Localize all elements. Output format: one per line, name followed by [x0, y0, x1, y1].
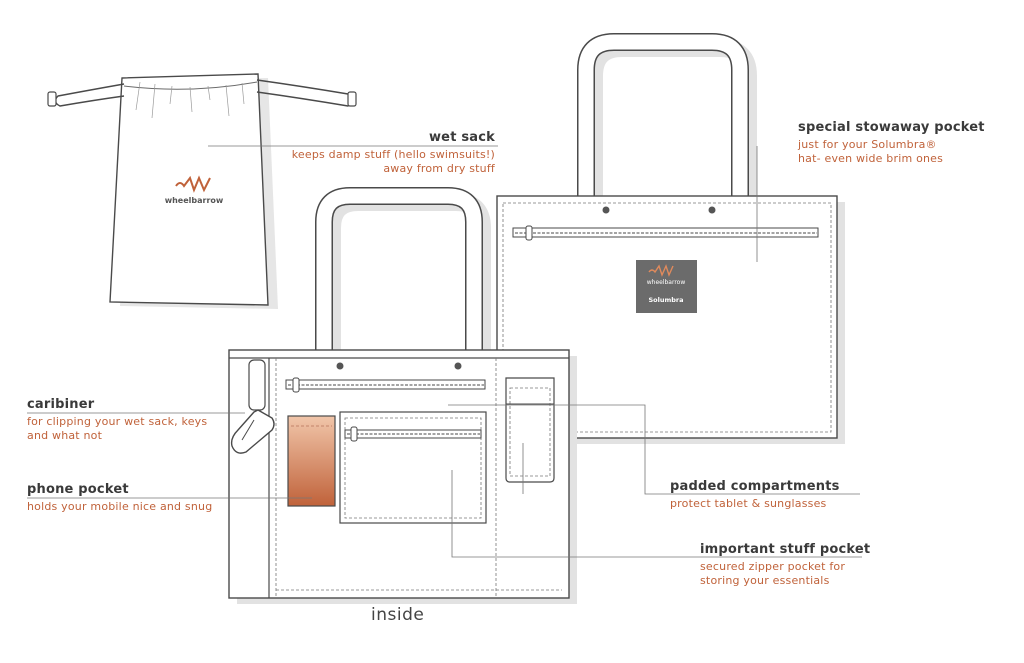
- wheelbarrow-logo: wheelbarrow: [165, 175, 224, 205]
- important-title: important stuff pocket: [700, 542, 871, 557]
- phone-pocket-desc-1: holds your mobile nice and snug: [27, 500, 213, 513]
- wet-sack-title: wet sack: [428, 130, 495, 145]
- stowaway-label: special stowaway pocket just for your So…: [798, 120, 985, 166]
- inside-caption: inside: [371, 605, 425, 625]
- important-label: important stuff pocket secured zipper po…: [700, 542, 870, 588]
- stowaway-title: special stowaway pocket: [798, 120, 985, 135]
- stowaway-brand-badge: wheelbarrow Solumbra: [636, 260, 697, 313]
- caribiner-label: caribiner for clipping your wet sack, ke…: [27, 397, 207, 443]
- padded-title: padded compartments: [670, 479, 840, 494]
- important-desc-1: secured zipper pocket for: [700, 560, 846, 573]
- caribiner-desc-2: and what not: [27, 429, 103, 442]
- stowaway-desc-1: just for your Solumbra®: [798, 138, 937, 151]
- wet-sack-label: wet sack keeps damp stuff (hello swimsui…: [292, 130, 495, 176]
- phone-pocket-label: phone pocket holds your mobile nice and …: [27, 482, 212, 514]
- padded-label: padded compartments protect tablet & sun…: [670, 479, 840, 511]
- wet-sack-desc-1: keeps damp stuff (hello swimsuits!): [291, 148, 495, 161]
- leader-lines: [27, 404, 862, 558]
- important-desc-2: storing your essentials: [700, 574, 830, 587]
- caribiner-title: caribiner: [27, 397, 95, 412]
- wet-sack-illustration: wheelbarrow: [47, 73, 498, 309]
- padded-desc-1: protect tablet & sunglasses: [670, 497, 827, 510]
- wet-sack-desc-2: away from dry stuff: [383, 162, 495, 175]
- badge-maker-text: Solumbra: [648, 296, 683, 304]
- stowaway-desc-2: hat- even wide brim ones: [798, 152, 944, 165]
- phone-pocket-title: phone pocket: [27, 482, 129, 497]
- caribiner-clip: [230, 359, 275, 454]
- sack-brand-text: wheelbarrow: [165, 196, 224, 205]
- badge-brand-text: wheelbarrow: [647, 279, 686, 286]
- caribiner-desc-1: for clipping your wet sack, keys: [27, 415, 208, 428]
